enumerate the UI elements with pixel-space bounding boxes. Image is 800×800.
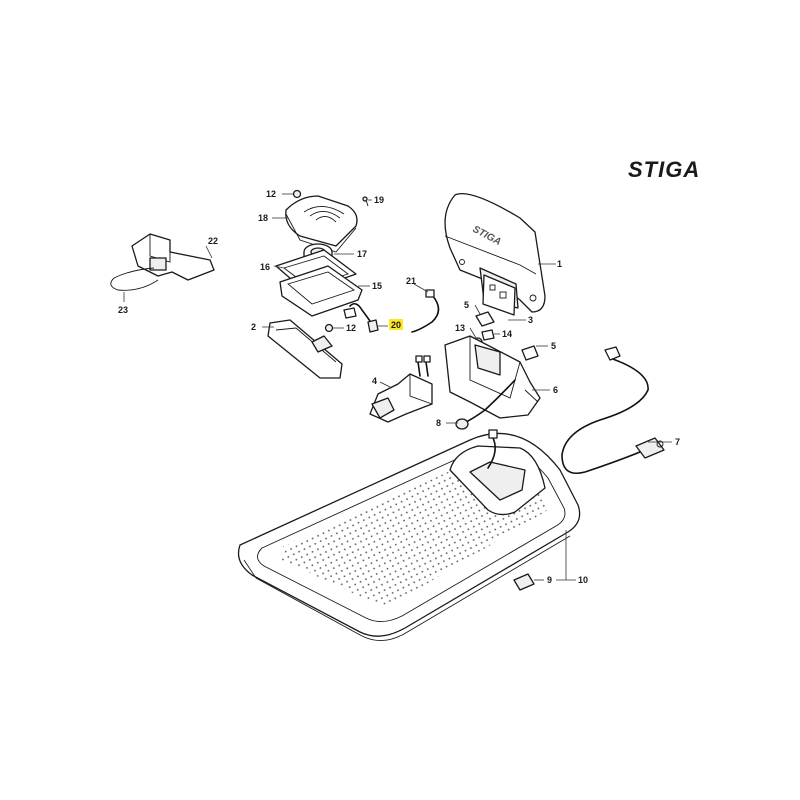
callout-12-upper: 12 — [266, 189, 276, 199]
callout-22: 22 — [208, 236, 218, 246]
side-panel-2 — [267, 319, 343, 379]
peg-22 — [131, 233, 215, 281]
screw-19 — [362, 196, 369, 207]
callout-9: 9 — [547, 575, 552, 585]
callout-8: 8 — [436, 418, 441, 428]
screw-12-upper — [292, 189, 302, 199]
highlight-box-20 — [389, 319, 403, 330]
circuit-board — [482, 274, 516, 316]
callout-6: 6 — [553, 385, 558, 395]
callout-18: 18 — [258, 213, 268, 223]
cable-plug-8 — [455, 379, 516, 430]
callout-labels: 1 2 3 4 5 5 6 7 8 9 10 12 12 13 14 15 16… — [118, 189, 680, 585]
callout-2: 2 — [251, 322, 256, 332]
callout-13: 13 — [455, 323, 465, 333]
connector-near-15 — [343, 302, 373, 325]
cable-21 — [411, 289, 440, 333]
base-plate — [237, 429, 581, 641]
terminal-20 — [367, 319, 379, 333]
callout-7: 7 — [675, 437, 680, 447]
callout-5-upper: 5 — [464, 300, 469, 310]
wire-loop-23 — [110, 267, 159, 291]
callout-10: 10 — [578, 575, 588, 585]
clip-9 — [513, 573, 535, 591]
callout-1: 1 — [557, 259, 562, 269]
callout-15: 15 — [372, 281, 382, 291]
callout-21: 21 — [406, 276, 416, 286]
stiga-logo-text: STIGA — [628, 157, 700, 182]
callout-14: 14 — [502, 329, 512, 339]
callout-17: 17 — [357, 249, 367, 259]
clip-lower — [521, 345, 539, 361]
callout-20: 20 — [391, 320, 401, 330]
housing-15 — [279, 265, 363, 317]
callout-3: 3 — [528, 315, 533, 325]
connector-14 — [481, 329, 495, 341]
bracket-4 — [369, 355, 433, 423]
callout-23: 23 — [118, 305, 128, 315]
leader-lines — [123, 193, 672, 581]
callout-12-lower: 12 — [346, 323, 356, 333]
nut-12-lower — [324, 323, 334, 333]
callout-4: 4 — [372, 376, 377, 386]
stiga-logo: STIGA — [628, 157, 700, 182]
clip-upper — [475, 311, 495, 327]
callout-19: 19 — [374, 195, 384, 205]
power-cable-7 — [561, 346, 665, 474]
callout-16: 16 — [260, 262, 270, 272]
callout-5-lower: 5 — [551, 341, 556, 351]
